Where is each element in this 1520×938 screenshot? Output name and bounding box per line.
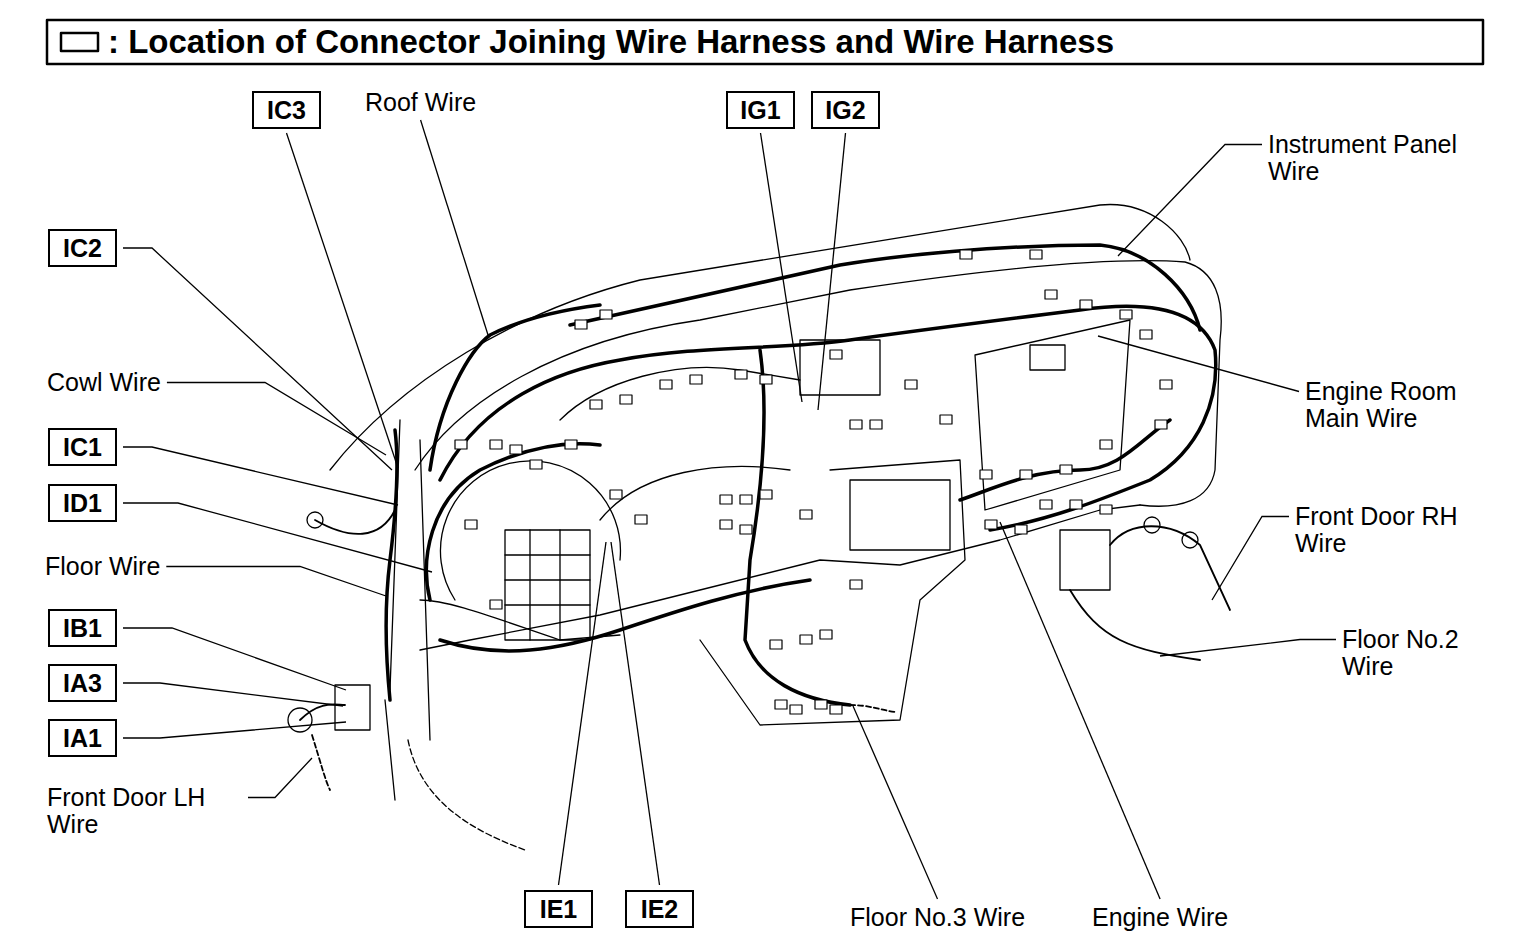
floor-wire <box>850 705 895 712</box>
connector-code: IE1 <box>540 895 578 923</box>
door-wire <box>315 510 395 534</box>
kick-connector <box>1060 530 1110 590</box>
connector-code: IG1 <box>740 96 780 124</box>
leader-line <box>123 628 346 690</box>
leader-line <box>1098 336 1299 392</box>
leader-line <box>421 120 488 335</box>
connector-code-box: IA3 <box>48 664 117 702</box>
connector-code: IC2 <box>63 234 102 262</box>
connector-code: IB1 <box>63 614 102 642</box>
wire-name: Cowl Wire <box>47 369 161 396</box>
wire-name: Front Door RH Wire <box>1295 503 1490 557</box>
connector-code-box: IA1 <box>48 719 117 757</box>
door-wire <box>312 735 330 790</box>
leader-line <box>166 567 386 597</box>
door-wire <box>300 704 345 720</box>
connector-code-box: IB1 <box>48 609 117 647</box>
wire-name: Roof Wire <box>365 89 476 116</box>
leader-line <box>818 133 846 410</box>
connector-code-box: IC2 <box>48 229 117 267</box>
leader-line <box>123 503 432 572</box>
connector-plugs <box>455 250 1172 714</box>
panel-harness <box>440 306 1216 530</box>
title-frame <box>47 20 1483 64</box>
engine-harness <box>960 420 1170 500</box>
leader-line <box>559 542 607 885</box>
leader-line <box>248 758 312 798</box>
cowl-harness <box>386 430 397 700</box>
leader-line <box>761 133 803 402</box>
connector-code-box: ID1 <box>48 484 117 522</box>
dashboard-outline <box>288 205 1221 850</box>
junction-grid <box>505 530 590 640</box>
leader-line <box>1160 640 1336 657</box>
panel-harness <box>427 444 600 600</box>
audio-panel <box>850 480 950 550</box>
junction-block <box>505 530 590 640</box>
side-wires <box>300 510 1230 790</box>
wire-name: Engine Wire <box>1092 904 1228 931</box>
leader-line <box>123 722 346 738</box>
floor-wire <box>1070 590 1200 660</box>
floor-harness <box>745 350 850 705</box>
leader-line <box>123 447 398 505</box>
connector-code-box: IC1 <box>48 428 117 466</box>
leader-line <box>1000 522 1160 899</box>
floor-edge <box>408 740 525 850</box>
leader-line <box>287 133 399 468</box>
wire-name: Floor No.3 Wire <box>850 904 1025 931</box>
connector-code: IC3 <box>267 96 306 124</box>
wire-name: Engine Room Main Wire <box>1305 378 1480 432</box>
leader-line <box>167 383 386 456</box>
dash-lower-edge <box>420 505 1140 650</box>
wire-name: Instrument Panel Wire <box>1268 131 1493 185</box>
leader-line <box>853 706 938 899</box>
leader-line <box>123 683 343 706</box>
center-vent <box>800 340 880 395</box>
door-grommet <box>1144 517 1160 533</box>
connector-code-box: IE1 <box>524 890 593 928</box>
connector-code: IA1 <box>63 724 102 752</box>
glovebox-latch <box>1030 345 1065 370</box>
wire-name: Floor No.2 Wire <box>1342 626 1492 680</box>
connector-code-box: IC3 <box>252 91 321 129</box>
leader-line <box>611 542 660 885</box>
leader-line <box>1212 517 1289 601</box>
wire-name: Floor Wire <box>45 553 160 580</box>
connector-code: IC1 <box>63 433 102 461</box>
door-wire <box>1110 526 1230 610</box>
leader-line <box>1118 145 1262 257</box>
connector-code-box: IE2 <box>625 890 694 928</box>
kick-connector <box>335 685 370 730</box>
leader-line <box>123 248 392 470</box>
glovebox-panel <box>975 320 1130 510</box>
wire-name: Front Door LH Wire <box>47 784 242 838</box>
connector-code-box: IG2 <box>811 91 880 129</box>
connector-code: ID1 <box>63 489 102 517</box>
connector-code-box: IG1 <box>726 91 795 129</box>
roof-harness <box>570 245 1200 330</box>
connector-code: IG2 <box>825 96 865 124</box>
connector-symbol <box>61 33 98 51</box>
connector-code: IE2 <box>641 895 679 923</box>
page-title: : Location of Connector Joining Wire Har… <box>108 22 1114 62</box>
a-pillar <box>385 420 430 800</box>
connector-code: IA3 <box>63 669 102 697</box>
